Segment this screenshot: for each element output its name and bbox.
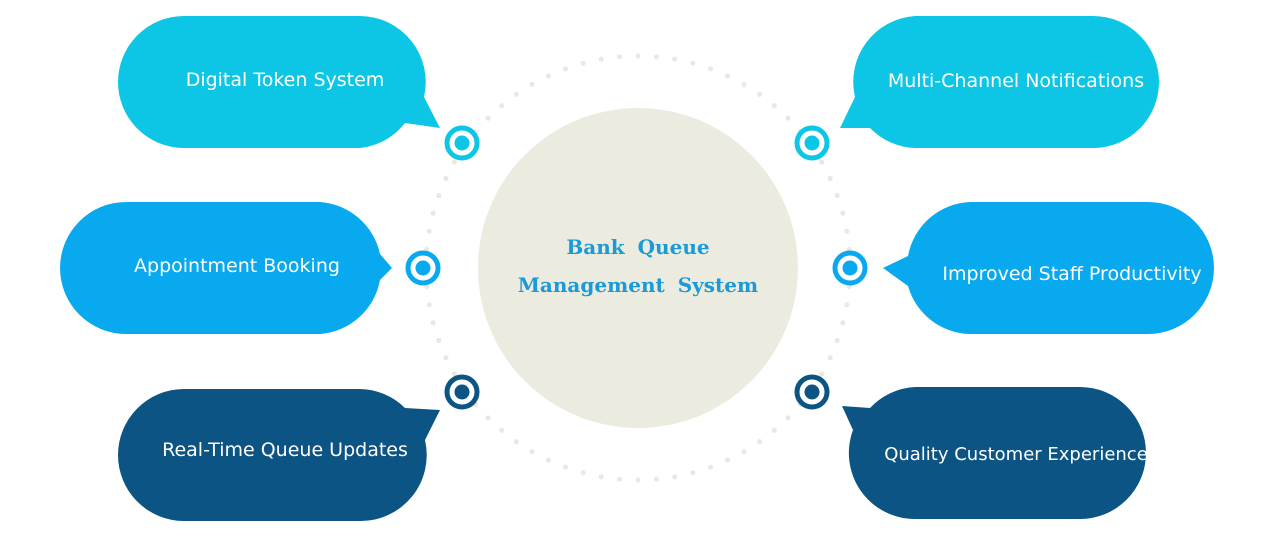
center-circle [478,108,798,428]
ring-dot [513,91,520,97]
ring-dot [545,457,552,463]
bubble-real-time-queue-updates [118,374,480,522]
ring-dot [672,56,678,62]
ring-dot [834,192,840,199]
ring-dot [785,115,791,121]
ring-dot [827,355,833,361]
ring-dot [844,228,850,234]
speech-bubble-shape [842,387,1146,520]
node-label-digital-token-system: Digital Token System [185,69,385,91]
ring-dot [741,81,747,87]
ring-dot [430,320,436,326]
bubble-improved-staff-productivity [832,202,1214,334]
target-icon [405,250,441,286]
ring-dot [580,60,586,66]
bubble-quality-customer-experience [794,374,1146,520]
target-dot [454,384,470,400]
ring-dot [844,302,850,308]
ring-dot [725,457,731,463]
center-title-line-1: Bank Queue [566,235,710,259]
ring-dot [771,427,777,433]
ring-dot [485,115,491,121]
node-label-multi-channel-notifications: Multi-Channel Notifications [887,70,1145,92]
ring-dot [499,103,505,109]
target-dot [454,135,470,151]
ring-dot [827,175,833,181]
speech-bubble-shape [60,202,393,334]
ring-dot [653,476,660,482]
node-label-real-time-queue-updates: Real-Time Queue Updates [162,439,408,461]
speech-bubble-shape [840,16,1159,148]
bubble-digital-token-system [118,16,480,161]
ring-dot [635,53,641,59]
ring-dot [529,449,535,455]
target-icon [444,125,480,161]
ring-dot [707,464,714,470]
ring-dot [426,228,432,234]
speech-bubble-shape [118,16,440,148]
bubble-multi-channel-notifications [794,16,1159,161]
ring-dot [598,474,604,480]
ring-dot [430,210,436,216]
ring-dot [443,175,449,181]
target-dot [842,260,858,276]
ring-dot [653,54,660,60]
ring-dot [616,54,623,60]
node-label-improved-staff-productivity: Improved Staff Productivity [942,263,1202,285]
target-icon [794,374,830,410]
target-icon [794,125,830,161]
ring-dot [819,159,825,165]
ring-dot [771,103,777,109]
target-dot [804,135,820,151]
ring-dot [819,371,825,377]
ring-dot [690,470,696,476]
speech-bubble-shape [118,389,440,522]
ring-dot [834,337,840,344]
ring-dot [840,320,846,326]
bubble-appointment-booking [60,202,441,334]
ring-dot [436,192,442,199]
ring-dot [485,415,491,421]
ring-dot [690,60,696,66]
ring-dot [785,415,791,421]
ring-dot [598,56,604,62]
center-title: Bank Queue Management System [478,228,798,304]
target-icon [832,250,868,286]
ring-dot [840,210,846,216]
ring-dot [707,66,714,72]
ring-dot [443,355,449,361]
center-title-line-2: Management System [517,273,759,297]
node-label-appointment-booking: Appointment Booking [134,255,340,277]
target-dot [415,260,431,276]
ring-dot [580,470,586,476]
ring-dot [757,439,763,445]
ring-dot [545,73,552,79]
ring-dot [451,371,457,377]
ring-dot [616,476,623,482]
ring-dot [513,439,520,445]
ring-dot [635,477,641,483]
target-dot [804,384,820,400]
ring-dot [672,474,678,480]
ring-dot [725,73,731,79]
node-label-quality-customer-experience: Quality Customer Experience [884,443,1148,465]
ring-dot [757,91,763,97]
ring-dot [562,464,569,470]
ring-dot [436,337,442,344]
target-icon [444,374,480,410]
ring-dot [451,159,457,165]
ring-dot [741,449,747,455]
ring-dot [499,427,505,433]
ring-dot [562,66,569,72]
ring-dot [529,81,535,87]
ring-dot [426,302,432,308]
speech-bubble-shape [883,202,1214,334]
